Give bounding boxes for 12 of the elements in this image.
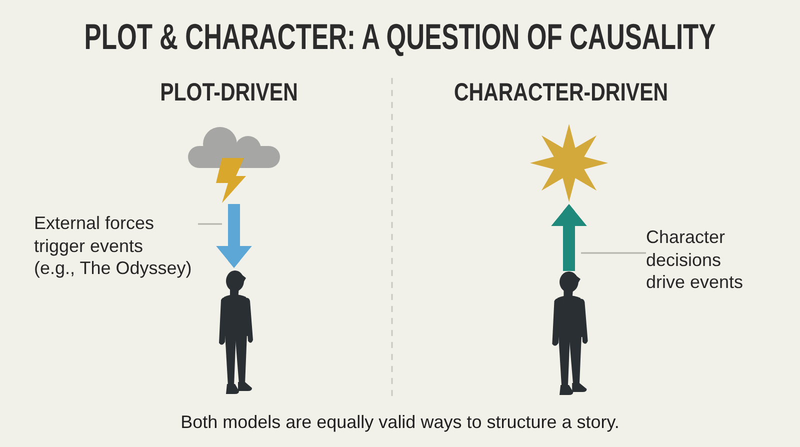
leader-line: [198, 223, 222, 225]
storm-cloud-icon: [186, 124, 282, 204]
arrow: [551, 204, 587, 271]
star-icon: [530, 124, 608, 202]
title: PLOT & CHARACTER: A QUESTION OF CAUSALITY: [84, 16, 716, 58]
caption: Both models are equally valid ways to structure a story.: [180, 410, 620, 434]
callout-text: Character decisions drive events: [646, 226, 758, 294]
arrow: [216, 204, 252, 268]
leader-line: [581, 252, 646, 254]
callout-text: External forces trigger events (e.g., The Odyssey): [34, 212, 198, 280]
column-heading: CHARACTER-DRIVEN: [454, 78, 668, 108]
column-heading: PLOT-DRIVEN: [160, 78, 298, 108]
